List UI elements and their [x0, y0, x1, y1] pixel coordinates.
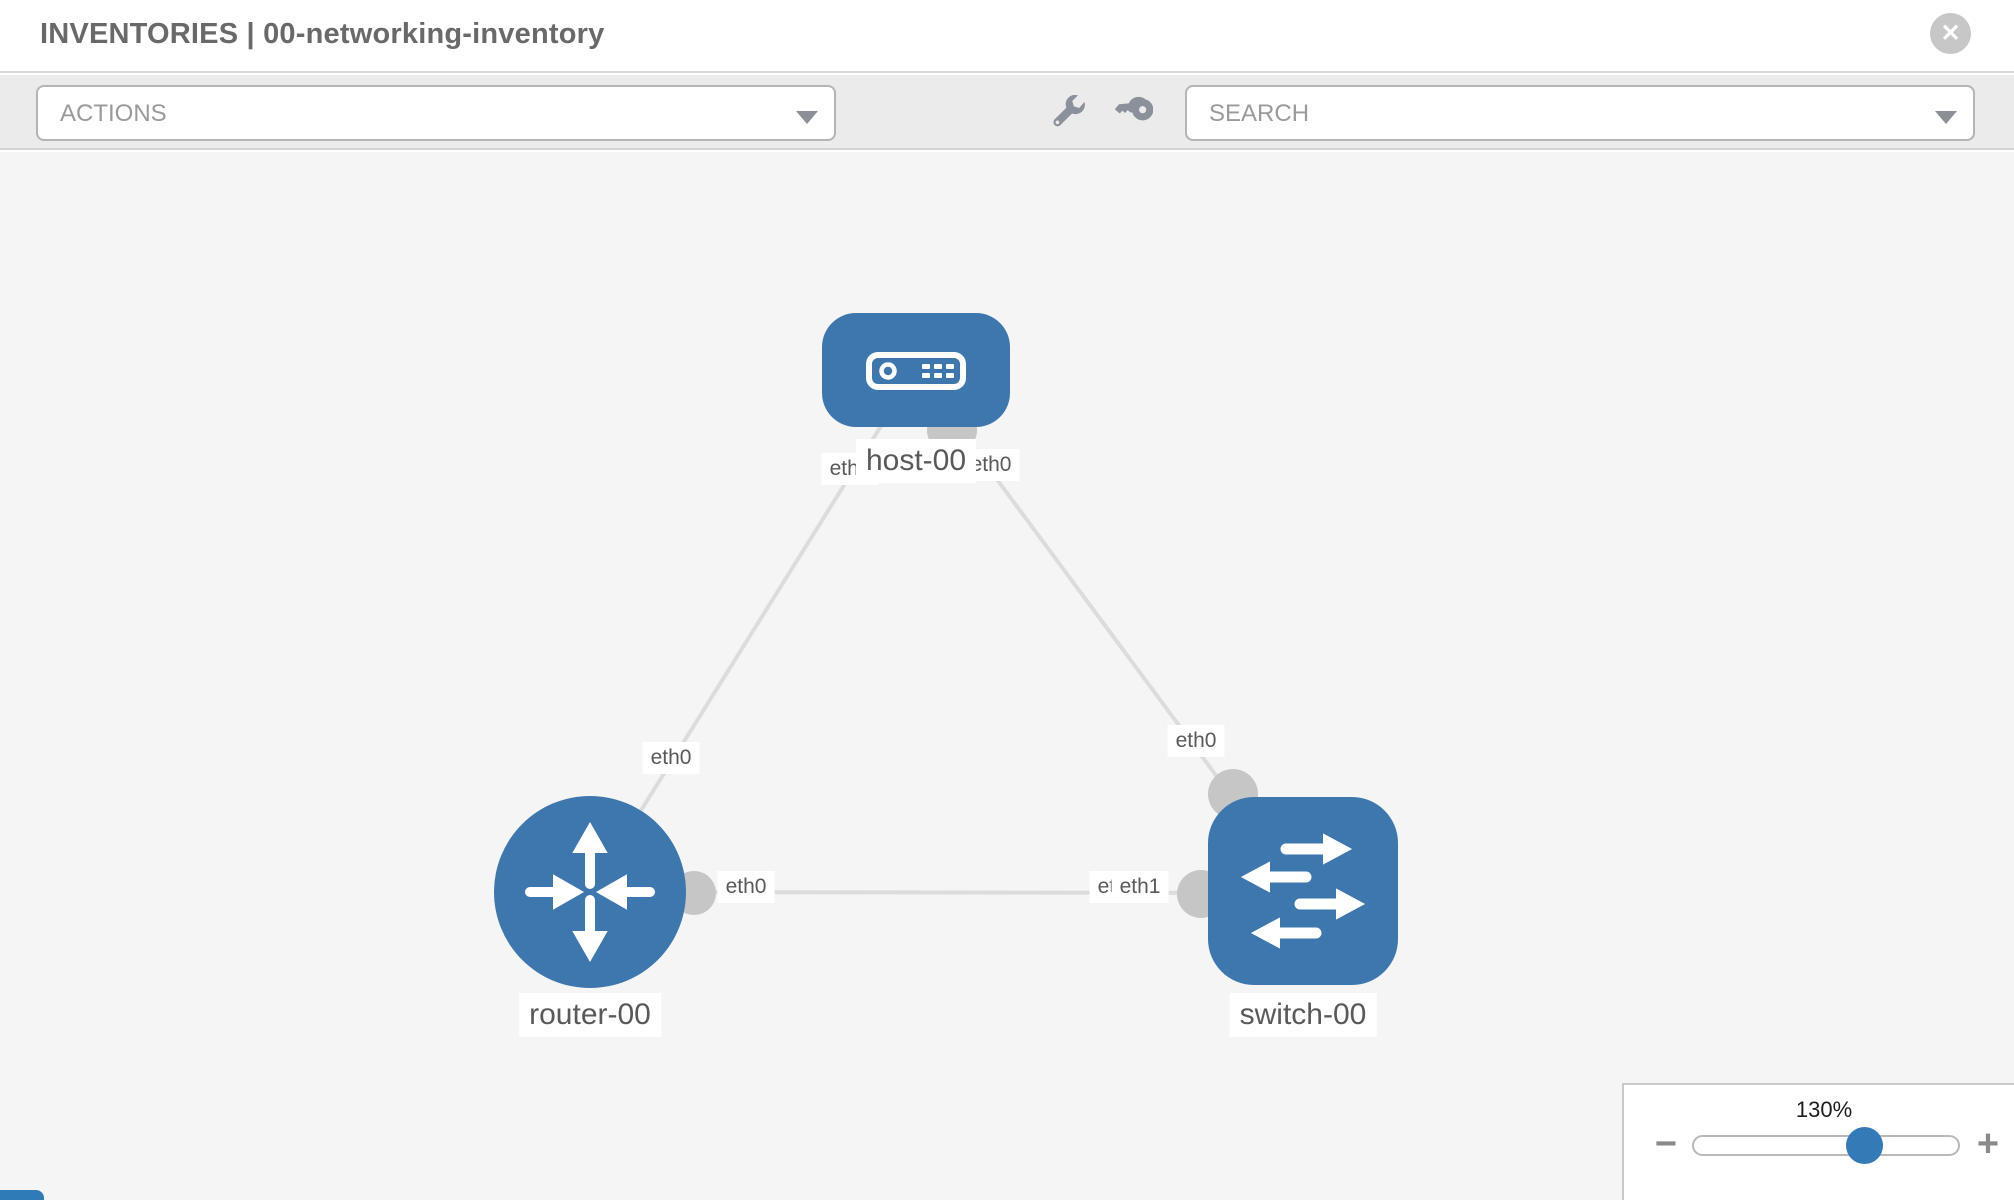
toolbar: ACTIONS SEARCH [0, 75, 2014, 150]
zoom-in-button[interactable]: + [1976, 1123, 2000, 1165]
iface-label-switch-left: eth1 [1111, 871, 1169, 903]
search-dropdown-label: SEARCH [1209, 100, 1310, 127]
node-label-host-00: host-00 [855, 439, 977, 483]
switch-icon [1240, 833, 1366, 949]
wrench-icon [1053, 95, 1085, 127]
zoom-slider-thumb[interactable] [1846, 1127, 1883, 1164]
server-icon [866, 352, 966, 390]
iface-label-router-top: eth0 [642, 742, 700, 774]
zoom-out-button[interactable]: − [1654, 1123, 1678, 1165]
node-switch-00[interactable] [1208, 797, 1398, 985]
zoom-control-panel: 130% − + [1622, 1083, 2014, 1200]
actions-dropdown-label: ACTIONS [60, 100, 167, 127]
node-label-switch-00: switch-00 [1229, 993, 1377, 1037]
page-title: INVENTORIES | 00-networking-inventory [40, 18, 605, 50]
router-icon [525, 821, 655, 963]
node-host-00[interactable] [822, 313, 1010, 427]
iface-label-router-right: eth0 [717, 871, 775, 903]
key-icon [1115, 96, 1153, 121]
chevron-down-icon [1935, 111, 1957, 124]
header: INVENTORIES | 00-networking-inventory ✕ [0, 0, 2014, 73]
wrench-button[interactable] [1046, 91, 1090, 135]
zoom-slider-track[interactable] [1692, 1135, 1960, 1156]
topology-edges [588, 368, 1305, 918]
offscreen-node-fragment [0, 1190, 44, 1200]
close-button[interactable]: ✕ [1930, 13, 1971, 54]
key-button[interactable] [1112, 91, 1156, 135]
close-icon: ✕ [1940, 20, 1961, 47]
chevron-down-icon [796, 111, 818, 124]
iface-label-switch-top: eth0 [1167, 725, 1225, 757]
actions-dropdown[interactable]: ACTIONS [36, 85, 836, 141]
node-label-router-00: router-00 [519, 993, 661, 1037]
zoom-level-value: 130% [1795, 1097, 1853, 1122]
topology-canvas[interactable]: eth0 eth0 eth0 eth0 eth0 eth0 eth1 host-… [0, 152, 2014, 1200]
node-router-00[interactable] [494, 796, 686, 988]
search-dropdown[interactable]: SEARCH [1185, 85, 1975, 141]
